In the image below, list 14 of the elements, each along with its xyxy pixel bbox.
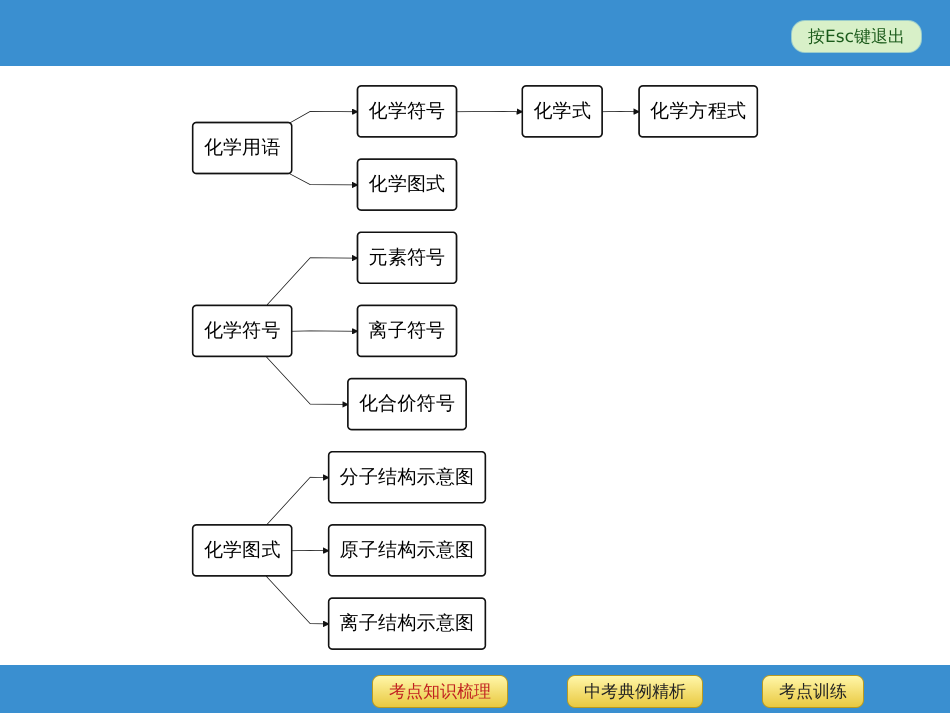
arrow	[266, 356, 349, 408]
arrow	[289, 173, 358, 188]
nav-button: 中考典例精析	[567, 675, 703, 708]
nav-button: 考点训练	[762, 675, 864, 708]
arrow	[292, 547, 330, 554]
nav-button: 考点知识梳理	[372, 675, 508, 708]
exit-button: 按Esc键退出	[791, 20, 922, 53]
arrow	[456, 108, 523, 115]
arrow	[266, 254, 358, 306]
arrow	[266, 474, 330, 526]
arrow	[266, 576, 330, 628]
arrow	[602, 108, 640, 115]
arrow	[289, 108, 358, 124]
arrow	[292, 328, 358, 334]
